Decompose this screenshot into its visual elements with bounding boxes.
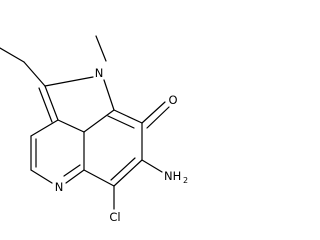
substituent-bonds <box>113 101 170 210</box>
atom-label-oxygen: O <box>168 93 177 107</box>
bond-c8a-c8 <box>113 109 143 124</box>
methylthio-bonds <box>0 47 46 87</box>
bond-c3-c4 <box>30 119 59 137</box>
bond-carbonyl <box>141 101 166 124</box>
atom-label-amino-subscript: 2 <box>183 176 188 185</box>
bond-thio-methyl <box>0 47 25 63</box>
bond-c7-c6ring <box>113 159 143 187</box>
quinone-ring-bonds <box>83 109 143 187</box>
bond-carbonyl-double <box>146 106 170 129</box>
bond-n1-c8a <box>103 79 115 111</box>
bond-c3a-c8a <box>83 109 115 133</box>
bond-c3-c3a <box>57 119 85 133</box>
atom-label-n-pyrrole: N <box>95 66 104 80</box>
atom-label-n-pyridine: N <box>55 180 64 194</box>
bond-c5-npy <box>30 169 53 184</box>
bond-npy-c6 <box>65 169 85 184</box>
chemical-structure: N N O NH 2 Cl <box>0 35 188 224</box>
bond-thio-ring <box>23 61 46 87</box>
bond-c8a-c8-double <box>107 115 135 129</box>
bond-n-methyl <box>95 35 107 62</box>
bond-c6ring-c6 <box>83 169 115 187</box>
bond-npy-c6-double <box>63 164 81 177</box>
pyridine-ring-bonds <box>30 119 85 184</box>
bond-c7-c6ring-double <box>110 157 136 181</box>
pyrrole-ring-bonds <box>38 76 115 133</box>
bond-c2-c3-double <box>38 87 53 123</box>
bond-c2-c3 <box>44 85 59 121</box>
atom-label-chlorine: Cl <box>109 210 120 224</box>
atom-label-amino: NH <box>164 169 181 183</box>
bond-c2-n1 <box>44 76 94 87</box>
bond-amino <box>141 159 163 173</box>
